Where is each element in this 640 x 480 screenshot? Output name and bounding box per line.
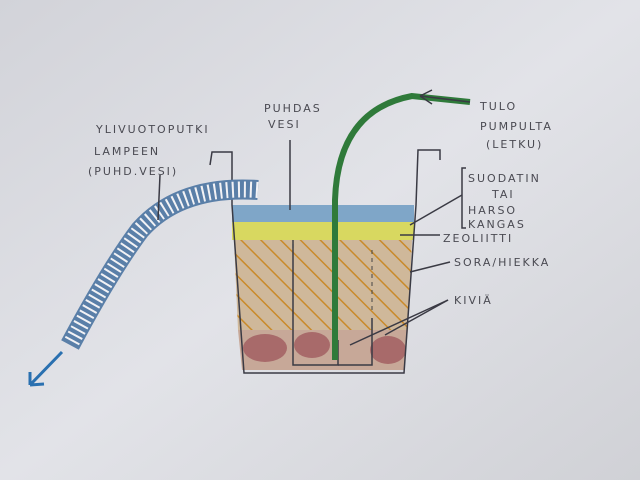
inlet-label: TULO PUMPULTA (LETKU) <box>479 100 558 151</box>
gravel-sand-label: SORA/HIEKKA <box>454 256 550 269</box>
inlet-hose <box>332 92 471 360</box>
overflow-pipe-label: YLIVUOTOPUTKI LAMPEEN (PUHD.VESI) <box>88 123 215 178</box>
clean-water-layer <box>232 205 414 222</box>
zeolite-layer <box>232 222 414 240</box>
stones-label: KIVIÄ <box>454 294 493 307</box>
leader-lines <box>157 140 463 346</box>
stone <box>370 336 406 364</box>
stone <box>294 332 330 358</box>
outflow-arrow-icon <box>28 350 64 387</box>
filter-cloth-label: SUODATIN TAI HARSO KANGAS <box>468 172 546 231</box>
gravel-sand-layer <box>234 240 412 330</box>
filter-container <box>209 149 441 374</box>
stone <box>243 334 287 362</box>
clean-water-label: PUHDAS VESI <box>264 102 327 131</box>
inlet-arrow-icon <box>419 89 471 105</box>
overflow-pipe <box>61 179 259 350</box>
zeolite-label: ZEOLIITTI <box>443 232 513 245</box>
